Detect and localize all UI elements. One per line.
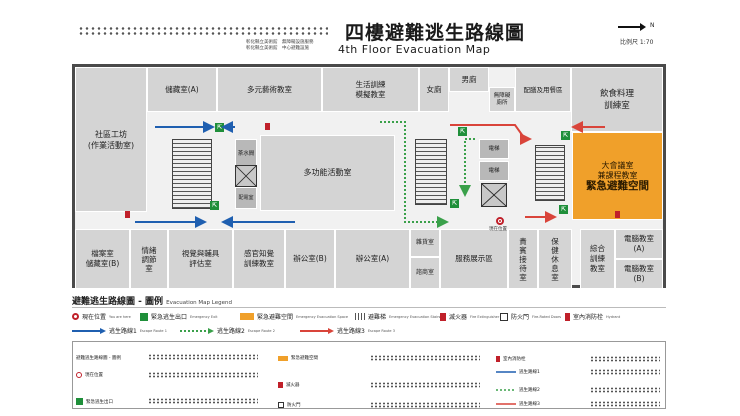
tactile-route-2: 逃生路線2 [496, 388, 540, 393]
room-elec-1: 電梯 [479, 139, 509, 159]
map-title: 四樓避難逃生路線圖 [345, 22, 526, 44]
route-overlay [135, 121, 605, 228]
braille-row [370, 355, 480, 361]
exit-icon: ⇱ [458, 127, 467, 136]
room-emergency-meeting: 大會議室 兼課程教室 緊急避難空間 [572, 132, 663, 220]
room-multi-art: 多元藝術教室 [217, 67, 322, 112]
room-vision-hearing: 視覺與輔具 評估室 [168, 229, 233, 289]
org-label-right: 無障礙設施服務中心避難設施 [282, 40, 314, 51]
stair-left [172, 139, 212, 209]
route2-line [180, 327, 214, 334]
exit-icon: ⇱ [215, 123, 224, 132]
room-cooking: 飲食料理 訓練室 [571, 67, 663, 132]
elevator-right [481, 183, 507, 207]
route3-line [300, 327, 334, 334]
braille-row [590, 369, 660, 375]
exit-icon [140, 312, 148, 321]
room-sundry: 雜貨室 [410, 229, 440, 257]
fire-door-icon [500, 312, 508, 321]
room-service: 服務展示區 [440, 229, 508, 289]
room-office-a: 辦公室(A) [335, 229, 410, 289]
stairs-icon [355, 313, 365, 320]
exit-icon: ⇱ [561, 131, 570, 140]
tactile-route-1: 逃生路線1 [496, 370, 540, 375]
exit-icon: ⇱ [559, 205, 568, 214]
route3-arrow [450, 124, 532, 145]
emergency-space-swatch [240, 313, 254, 320]
room-electric: 配電室 [235, 187, 257, 209]
org-label-left: 彰化縣立美術館彰化縣立美術館 [246, 40, 278, 51]
tactile-fire-door: 防火門 [278, 402, 301, 408]
room-female-wc: 女廁 [419, 67, 449, 112]
braille-title [78, 26, 328, 36]
room-sensory: 感官知覺 訓練教室 [233, 229, 285, 289]
tactile-exit: 緊急逃生出口 [76, 398, 113, 405]
elevator-left [235, 165, 257, 187]
exit-icon: ⇱ [210, 201, 219, 210]
room-community: 社區工坊 (作業活動室) [75, 67, 147, 212]
room-comprehensive: 綜合 訓練 教室 [580, 229, 615, 289]
braille-row [370, 382, 480, 388]
room-storage-a: 儲藏室(A) [147, 67, 217, 112]
route1-line [72, 327, 106, 334]
you-are-here-icon [72, 313, 79, 320]
room-multipurpose: 多功能活動室 [260, 135, 395, 211]
room-office-b: 辦公室(B) [285, 229, 335, 289]
tactile-extinguisher: 滅火器 [278, 382, 300, 388]
hydrant-icon [565, 312, 570, 321]
tactile-emergency-space: 緊急避難空間 [278, 355, 318, 361]
hydrant-icon [125, 211, 130, 218]
floor-plan: 儲藏室(A) 多元藝術教室 生活訓練 模擬教室 女廁 男廁 無障礙 廁所 配膳及… [72, 64, 666, 289]
route2-arrow [380, 121, 449, 228]
exit-icon: ⇱ [450, 199, 459, 208]
braille-row [590, 356, 660, 362]
hydrant-icon [615, 211, 620, 218]
map-subtitle: 4th Floor Evacuation Map [338, 43, 491, 56]
room-archive: 檔案室 儲藏室(B) [75, 229, 130, 289]
hydrant-icon [265, 123, 270, 130]
room-computer-b: 電腦教室 (B) [615, 259, 663, 289]
room-male-wc: 男廁 [449, 67, 489, 92]
braille-row [590, 401, 660, 407]
room-consult: 諮商室 [410, 257, 440, 289]
tactile-legend-box [72, 341, 666, 409]
room-guest: 貴 賓 接 待 室 [508, 229, 538, 289]
stair-right [535, 145, 565, 201]
room-emotion: 情緒 調節 室 [130, 229, 168, 289]
you-are-here-label: 現在位置 [489, 227, 507, 232]
room-life-training: 生活訓練 模擬教室 [322, 67, 419, 112]
braille-row [590, 387, 660, 393]
tactile-legend-title: 避難逃生路線圖 - 圖例 [76, 356, 121, 361]
tactile-hydrant: 室內消防栓 [496, 356, 526, 362]
braille-row [148, 372, 258, 378]
room-nursing: 保 健 休 息 室 [538, 229, 572, 289]
legend-title: 避難逃生路線圖 - 圖例 Evacuation Map Legend [72, 297, 232, 307]
you-are-here-marker [496, 217, 504, 225]
scale-label: 比例尺 1:70 [620, 39, 654, 46]
room-accessible-wc: 無障礙 廁所 [489, 87, 515, 112]
extinguisher-icon [440, 312, 446, 321]
braille-row [370, 402, 480, 408]
stair-center [415, 139, 447, 205]
room-computer-a: 電腦教室 (A) [615, 229, 663, 259]
room-elec-2: 電梯 [479, 161, 509, 181]
braille-row [148, 354, 258, 360]
route2-arrow [459, 138, 475, 197]
room-pantry: 配膳及用餐區 [515, 67, 571, 112]
tactile-you-are-here: 現在位置 [76, 372, 103, 378]
braille-row [148, 398, 258, 404]
tactile-route-3: 逃生路線3 [496, 402, 540, 407]
